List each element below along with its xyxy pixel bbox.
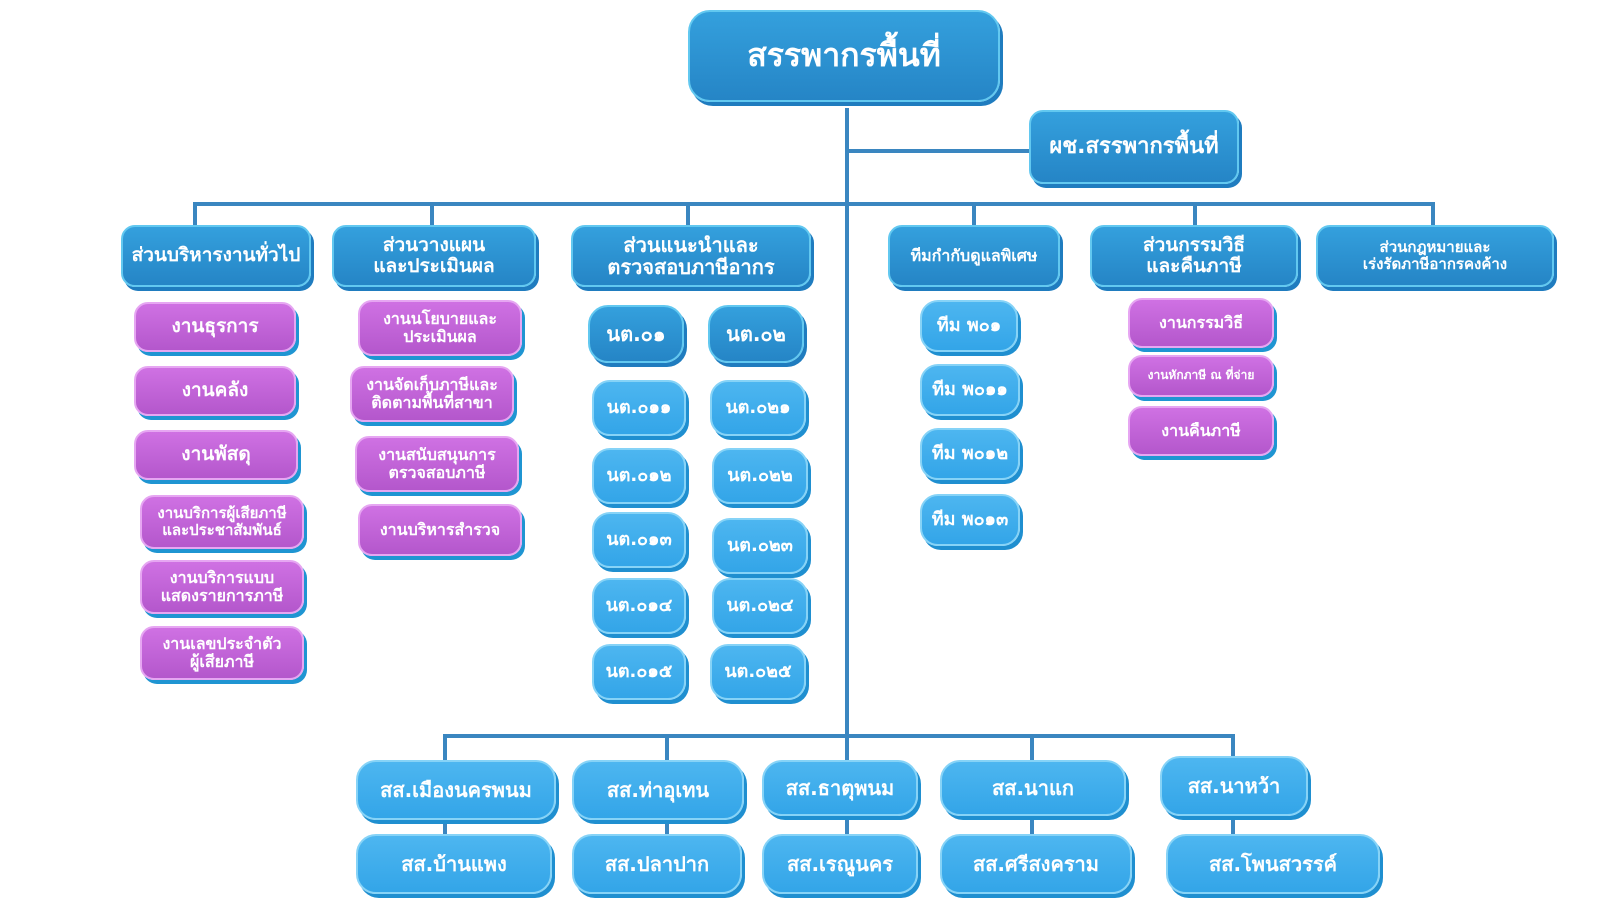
audit-group: นต.๐๑๔ xyxy=(592,578,686,634)
connector-divisions-bar xyxy=(193,202,1435,206)
special-team: ทีม พ๐๑ xyxy=(920,300,1018,352)
division-node: ส่วนบริหารงานทั่วไป xyxy=(121,225,311,287)
admin-unit: งานพัสดุ xyxy=(134,430,298,480)
audit-group: นต.๐๒๓ xyxy=(712,518,808,574)
connector-division-5 xyxy=(1193,202,1197,225)
connector-branch-pair-1 xyxy=(443,820,447,834)
connector-division-6 xyxy=(1431,202,1435,225)
connector-branch-pair-3 xyxy=(845,820,849,834)
branch-office: สส.นาหว้า xyxy=(1160,756,1308,816)
audit-group: นต.๐๑๒ xyxy=(592,448,686,504)
admin-unit: งานเลขประจำตัว ผู้เสียภาษี xyxy=(140,626,304,680)
special-team: ทีม พ๐๑๓ xyxy=(920,494,1020,546)
connector-branch-pair-5 xyxy=(1231,816,1235,834)
process-unit: งานกรรมวิธี xyxy=(1128,298,1274,348)
connector-division-4 xyxy=(972,202,976,225)
branch-office: สส.ศรีสงคราม xyxy=(940,834,1132,894)
connector-deputy xyxy=(847,149,1029,153)
special-team: ทีม พ๐๑๒ xyxy=(920,428,1020,480)
division-node: ส่วนแนะนำและ ตรวจสอบภาษีอากร xyxy=(571,225,811,287)
audit-group: นต.๐๑๓ xyxy=(592,512,686,568)
connector-branch-pair-2 xyxy=(665,820,669,834)
audit-group: นต.๐๒๑ xyxy=(710,380,806,436)
audit-group: นต.๐๑๑ xyxy=(592,380,686,436)
audit-group: นต.๐๑๕ xyxy=(592,644,686,700)
process-unit: งานคืนภาษี xyxy=(1128,406,1274,456)
branch-office: สส.นาแก xyxy=(940,760,1126,816)
admin-unit: งานคลัง xyxy=(134,366,296,416)
planning-unit: งานบริหารสำรวจ xyxy=(358,504,522,556)
division-node: ส่วนกฎหมายและ เร่งรัดภาษีอากรคงค้าง xyxy=(1316,225,1554,287)
audit-group: นต.๐๒ xyxy=(708,305,804,363)
connector-branch-1 xyxy=(443,734,447,760)
deputy-node: ผช.สรรพากรพื้นที่ xyxy=(1029,110,1239,184)
connector-branch-5 xyxy=(1231,734,1235,760)
process-unit: งานหักภาษี ณ ที่จ่าย xyxy=(1128,355,1274,397)
audit-group: นต.๐๑ xyxy=(588,305,684,363)
special-team: ทีม พ๐๑๑ xyxy=(920,364,1020,416)
planning-unit: งานจัดเก็บภาษีและ ติดตามพื้นที่สาขา xyxy=(350,366,514,422)
audit-group: นต.๐๒๔ xyxy=(712,578,808,634)
connector-branch-pair-4 xyxy=(1030,820,1034,834)
division-node: ส่วนวางแผน และประเมินผล xyxy=(332,225,536,287)
connector-branch-2 xyxy=(665,734,669,760)
audit-group: นต.๐๒๒ xyxy=(712,448,808,504)
admin-unit: งานบริการผู้เสียภาษี และประชาสัมพันธ์ xyxy=(140,495,304,549)
connector-branch-4 xyxy=(1030,734,1034,760)
audit-group: นต.๐๒๕ xyxy=(710,644,806,700)
branch-office: สส.เมืองนครพนม xyxy=(356,760,556,820)
division-node: ทีมกำกับดูแลพิเศษ xyxy=(888,225,1060,287)
branch-office: สส.ท่าอุเทน xyxy=(572,760,744,820)
planning-unit: งานนโยบายและ ประเมินผล xyxy=(358,300,522,356)
connector-division-2 xyxy=(430,202,434,225)
branch-office: สส.บ้านแพง xyxy=(356,834,552,894)
branch-office: สส.โพนสวรรค์ xyxy=(1166,834,1380,894)
division-node: ส่วนกรรมวิธี และคืนภาษี xyxy=(1090,225,1298,287)
connector-division-1 xyxy=(193,202,197,225)
planning-unit: งานสนับสนุนการ ตรวจสอบภาษี xyxy=(355,436,519,492)
admin-unit: งานธุรการ xyxy=(134,302,296,352)
top-node: สรรพากรพื้นที่ xyxy=(688,10,1000,102)
branch-office: สส.เรณูนคร xyxy=(762,834,918,894)
connector-branch-3 xyxy=(845,734,849,760)
connector-division-3 xyxy=(686,202,690,225)
connector-trunk xyxy=(845,108,849,738)
admin-unit: งานบริการแบบ แสดงรายการภาษี xyxy=(140,560,304,614)
branch-office: สส.ธาตุพนม xyxy=(762,760,918,816)
branch-office: สส.ปลาปาก xyxy=(572,834,742,894)
connector-branches-bar xyxy=(443,734,1235,738)
